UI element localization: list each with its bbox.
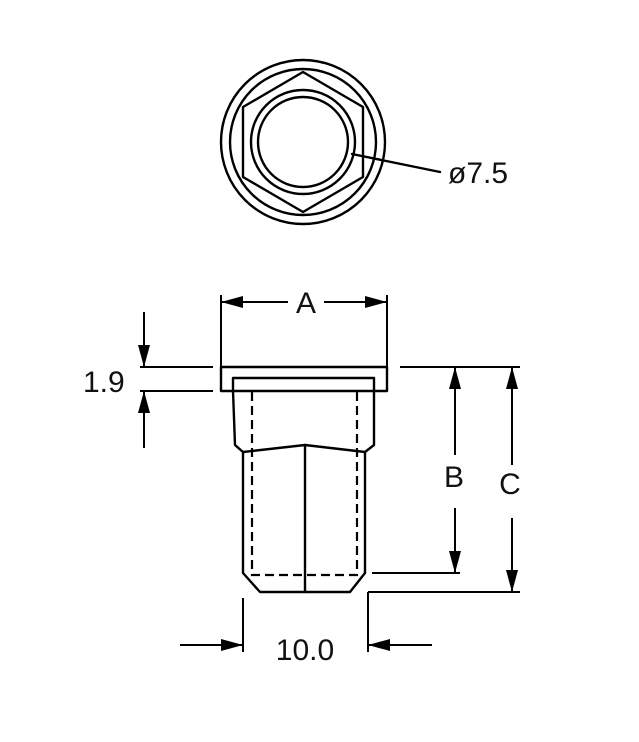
flange-thickness-label: 1.9 <box>83 366 125 399</box>
flange-arrow-bottom <box>138 391 150 413</box>
outer-flange-circle <box>219 58 387 226</box>
hex-shoulder-right <box>303 443 367 454</box>
d-arrow-right <box>368 639 390 651</box>
dimension-body-diameter: 10.0 <box>180 592 432 667</box>
dimension-b: B <box>372 366 520 574</box>
body-diameter-label: 10.0 <box>276 634 334 667</box>
d-arrow-left <box>221 639 243 651</box>
a-arrow-left <box>221 296 243 308</box>
hex-outline <box>241 70 365 214</box>
flange-outline <box>219 365 389 393</box>
b-arrow-bottom <box>449 551 461 573</box>
dimension-b-label: B <box>444 461 464 494</box>
dimension-c-label: C <box>499 468 521 501</box>
body-outline <box>231 389 376 594</box>
dimension-flange-thickness: 1.9 <box>83 312 213 448</box>
hex-shoulder-left <box>241 443 307 454</box>
flange-inner-circle <box>228 67 378 217</box>
b-arrow-top <box>449 367 461 389</box>
flange-inner-detail <box>231 376 376 393</box>
top-view: ø7.5 <box>219 58 508 226</box>
c-arrow-top <box>506 367 518 389</box>
c-arrow-bottom <box>506 570 518 592</box>
dimension-a: A <box>220 287 388 367</box>
bore-diameter-label: ø7.5 <box>448 157 508 190</box>
side-view: A 1.9 B C <box>83 287 521 667</box>
dimension-c: C <box>368 367 521 593</box>
bore-leader-line <box>350 152 442 174</box>
flange-arrow-top <box>138 345 150 367</box>
bore-circle <box>256 95 350 189</box>
hidden-bore-outline <box>250 392 359 577</box>
a-arrow-right <box>365 296 387 308</box>
dimension-a-label: A <box>296 287 316 320</box>
bore-outer-circle <box>249 88 357 196</box>
